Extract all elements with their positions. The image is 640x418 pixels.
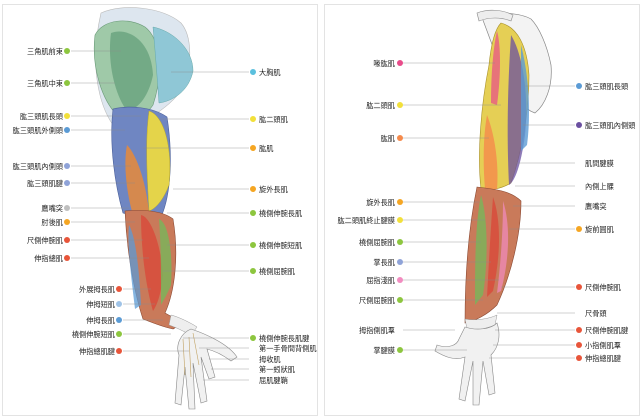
label-pectoralis-major: 大胸肌 xyxy=(259,68,281,77)
label-first-lumbrical: 第一蚓狀肌 xyxy=(259,365,295,374)
marker-dot xyxy=(576,83,582,89)
label-biceps: 肱二頭肌 xyxy=(259,115,288,124)
label-anconeus: 肘後肌 xyxy=(41,218,63,227)
marker-dot xyxy=(397,259,403,265)
marker-dot xyxy=(576,342,582,348)
marker-dot xyxy=(116,301,122,307)
label-extensor-carpi-ulnaris: 尺側伸腕肌 xyxy=(27,236,63,245)
label-palmar-aponeurosis: 掌腱膜 xyxy=(373,346,395,355)
marker-dot xyxy=(250,69,256,75)
marker-dot xyxy=(64,80,70,86)
label-extensor-pollicis-longus: 伸拇長肌 xyxy=(86,316,115,325)
marker-dot xyxy=(576,355,582,361)
label-bicipital-aponeurosis: 肱二頭肌終止腱膜 xyxy=(337,216,395,225)
marker-dot xyxy=(397,239,403,245)
left-diagram-panel: 三角肌前束 三角肌中束 肱三頭肌長頭 肱三頭肌外側頭 肱三頭肌內側頭 肱三頭肌腱… xyxy=(2,4,318,416)
label-ulnar-head: 尺骨頭 xyxy=(585,309,607,318)
marker-dot xyxy=(576,122,582,128)
label-palmaris-longus: 掌長肌 xyxy=(373,258,395,267)
marker-dot xyxy=(116,317,122,323)
marker-dot xyxy=(397,347,403,353)
label-middle-deltoid: 三角肌中束 xyxy=(27,79,63,88)
label-triceps-medial-head: 肱三頭肌內側頭 xyxy=(585,121,636,130)
marker-dot xyxy=(576,327,582,333)
anterior-arm-illustration xyxy=(403,9,575,406)
label-olecranon: 鷹嘴突 xyxy=(585,202,607,211)
label-flexor-carpi-ulnaris: 尺側屈腕肌 xyxy=(359,296,395,305)
label-flexor-digitorum-superficialis: 屈指淺肌 xyxy=(366,276,395,285)
label-triceps-medial-head: 肱三頭肌內側頭 xyxy=(12,162,63,171)
label-triceps-lateral-head: 肱三頭肌外側頭 xyxy=(12,126,63,135)
label-brachioradialis: 旋外長肌 xyxy=(366,198,395,207)
marker-dot xyxy=(64,163,70,169)
marker-dot xyxy=(397,60,403,66)
marker-dot xyxy=(397,297,403,303)
label-flexor-carpi-radialis: 橈側屈腕肌 xyxy=(259,267,295,276)
marker-dot xyxy=(116,286,122,292)
marker-dot xyxy=(576,226,582,232)
label-flexor-sheath: 屈肌腱鞘 xyxy=(259,376,288,385)
label-flexor-carpi-radialis: 橈側屈腕肌 xyxy=(359,238,395,247)
marker-dot xyxy=(397,199,403,205)
label-extensor-carpi-ulnaris: 尺側伸腕肌 xyxy=(585,283,621,292)
marker-dot xyxy=(64,219,70,225)
label-pronator-teres: 旋前圓肌 xyxy=(585,225,614,234)
label-extensor-digitorum-tendon: 伸指總肌腱 xyxy=(585,354,621,363)
marker-dot xyxy=(64,205,70,211)
label-extensor-digitorum-tendon: 伸指總肌腱 xyxy=(79,347,115,356)
label-ecrl-tendon: 橈側伸腕長肌腱 xyxy=(259,334,310,343)
marker-dot xyxy=(64,48,70,54)
marker-dot xyxy=(397,217,403,223)
label-hypothenar-group: 小指側肌羣 xyxy=(585,341,621,350)
label-triceps-tendon: 肱三頭肌腱 xyxy=(27,179,63,188)
label-triceps-long-head: 肱三頭肌長頭 xyxy=(19,112,63,121)
right-diagram-panel: 喙肱肌 肱二頭肌 肱肌 旋外長肌 肱二頭肌終止腱膜 橈側屈腕肌 掌長肌 屈指淺肌… xyxy=(324,4,640,416)
label-brachialis: 肱肌 xyxy=(259,144,274,153)
label-adductor-pollicis: 拇收肌 xyxy=(259,355,281,364)
label-intermuscular-septum: 肌間腱膜 xyxy=(585,159,614,168)
posterior-arm-illustration xyxy=(71,7,249,410)
label-olecranon: 鷹嘴突 xyxy=(41,204,63,213)
marker-dot xyxy=(64,180,70,186)
marker-dot xyxy=(250,145,256,151)
label-ecu-tendon: 尺側伸腕肌腱 xyxy=(585,326,629,335)
marker-dot xyxy=(576,284,582,290)
label-triceps-long-head: 肱三頭肌長頭 xyxy=(585,82,629,91)
marker-dot xyxy=(116,348,122,354)
label-brachioradialis: 旋外長肌 xyxy=(259,185,288,194)
marker-dot xyxy=(116,331,122,337)
label-extensor-pollicis-brevis: 伸拇短肌 xyxy=(86,300,115,309)
marker-dot xyxy=(64,113,70,119)
marker-dot xyxy=(64,255,70,261)
marker-dot xyxy=(397,102,403,108)
label-coracobrachialis: 喙肱肌 xyxy=(373,59,395,68)
marker-dot xyxy=(64,237,70,243)
label-biceps: 肱二頭肌 xyxy=(366,101,395,110)
label-abductor-pollicis-longus: 外展拇長肌 xyxy=(79,285,115,294)
label-extensor-digitorum: 伸指總肌 xyxy=(34,254,63,263)
marker-dot xyxy=(64,127,70,133)
marker-dot xyxy=(250,186,256,192)
marker-dot xyxy=(250,116,256,122)
label-extensor-carpi-radialis-longus: 橈側伸腕長肌 xyxy=(259,209,303,218)
marker-dot xyxy=(250,335,256,341)
marker-dot xyxy=(250,210,256,216)
label-extensor-carpi-radialis-brevis: 橈側伸腕短肌 xyxy=(71,330,115,339)
label-medial-epicondyle: 內側上髁 xyxy=(585,182,614,191)
label-brachialis: 肱肌 xyxy=(380,134,395,143)
label-first-dorsal-interosseous: 第一手骨間背側肌 xyxy=(259,344,317,353)
label-thenar-group: 拇指側肌羣 xyxy=(359,326,395,335)
label-anterior-deltoid: 三角肌前束 xyxy=(27,47,63,56)
marker-dot xyxy=(397,277,403,283)
label-extensor-carpi-radialis-brevis-right: 橈側伸腕短肌 xyxy=(259,241,303,250)
marker-dot xyxy=(250,242,256,248)
marker-dot xyxy=(397,135,403,141)
marker-dot xyxy=(250,268,256,274)
